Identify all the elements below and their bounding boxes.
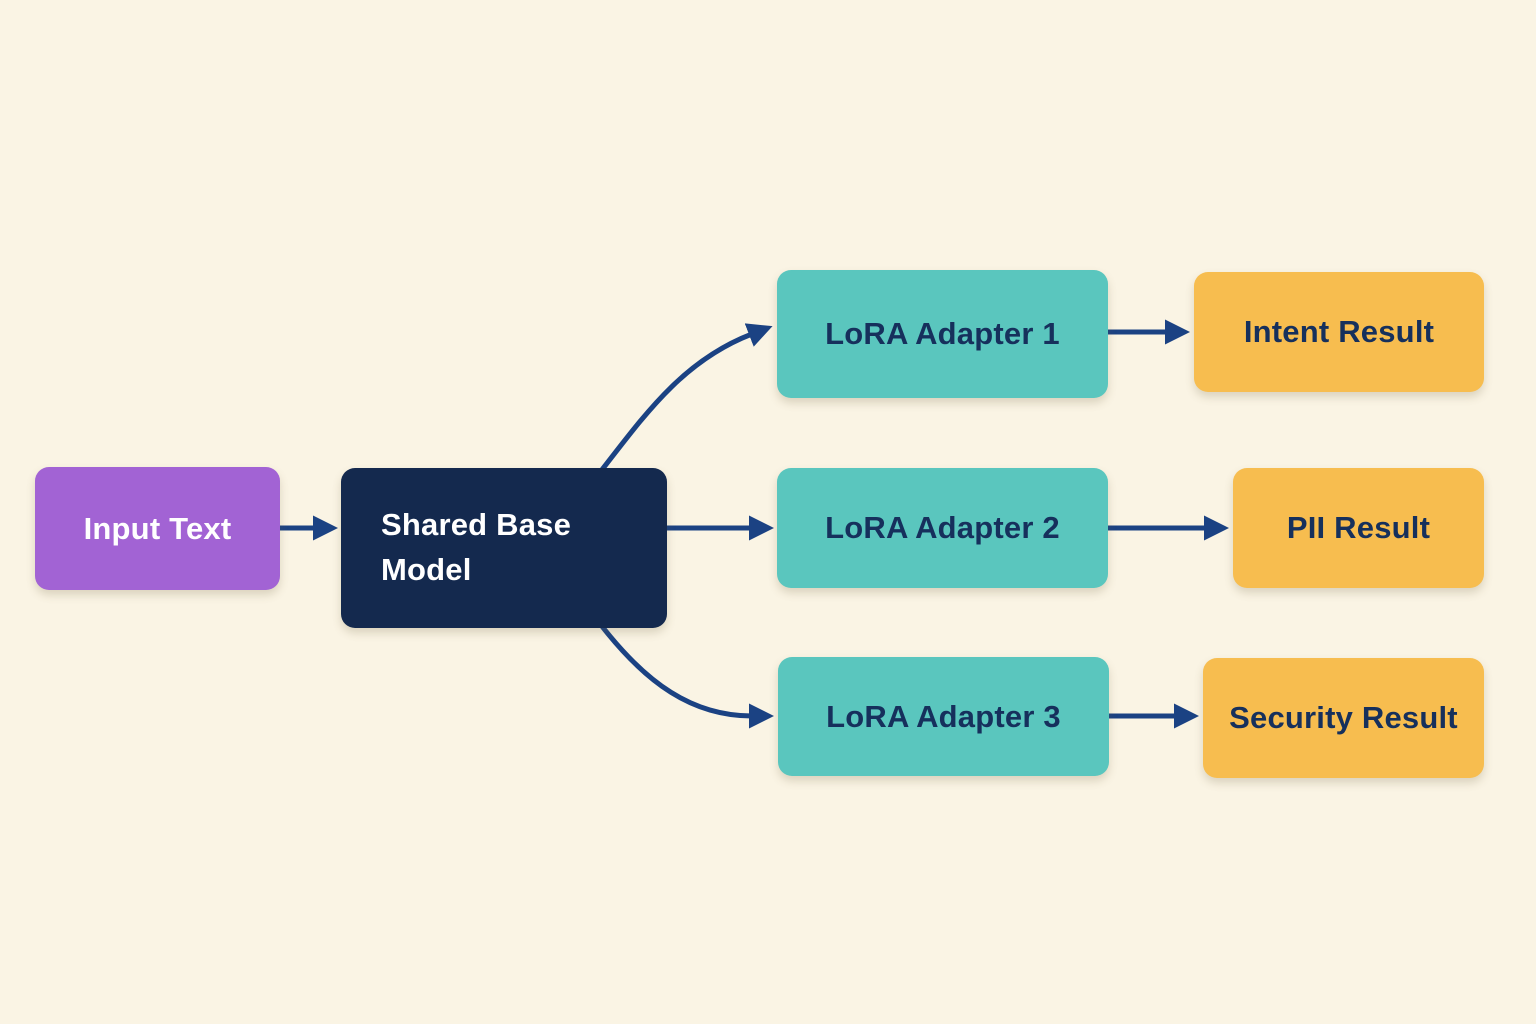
node-security-result-label: Security Result — [1229, 700, 1458, 735]
node-lora-adapter-2: LoRA Adapter 2 — [777, 468, 1108, 588]
node-lora-adapter-1: LoRA Adapter 1 — [777, 270, 1108, 398]
node-shared-base-model: Shared Base Model — [341, 468, 667, 628]
node-intent-result: Intent Result — [1194, 272, 1484, 392]
node-lora-adapter-2-label: LoRA Adapter 2 — [825, 510, 1060, 545]
node-intent-result-label: Intent Result — [1243, 314, 1435, 349]
node-lora-adapter-1-label: LoRA Adapter 1 — [825, 316, 1060, 351]
node-lora-adapter-3: LoRA Adapter 3 — [778, 657, 1109, 776]
node-pii-result-label: PII Result — [1286, 510, 1431, 545]
edge-base-to-adapter3 — [598, 622, 774, 729]
node-input-text-label: Input Text — [83, 510, 232, 546]
node-input-text: Input Text — [35, 467, 280, 590]
node-shared-base-model-label: Shared Base Model — [381, 507, 572, 587]
node-lora-adapter-3-label: LoRA Adapter 3 — [826, 698, 1061, 734]
node-security-result: Security Result — [1203, 658, 1484, 778]
node-pii-result: PII Result — [1233, 468, 1484, 588]
edge-base-to-adapter1 — [598, 323, 773, 474]
